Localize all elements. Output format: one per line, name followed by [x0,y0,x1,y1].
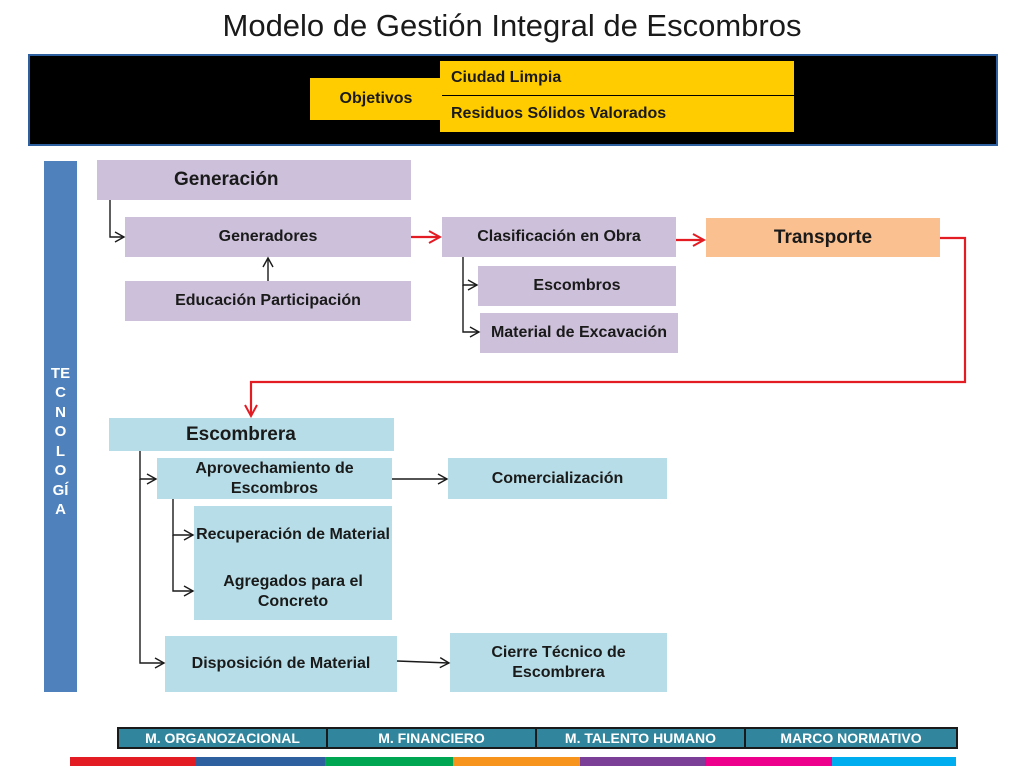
bottom-stripe-segment [453,757,580,766]
generators-box: Generadores [125,217,411,257]
material-recovery-box: Recuperación de Material [196,526,390,543]
debris-use-box: Aprovechamiento de Escombros [157,458,392,499]
excavation-material-box: Material de Excavación [480,313,678,353]
disposal-to-closure-arrow [396,657,451,669]
transport-box: Transporte [706,218,940,257]
page-title: Modelo de Gestión Integral de Escombros [222,8,802,43]
black-connectors [109,200,481,669]
objective-item: Ciudad Limpia [440,61,794,95]
use-to-recovery-arrow [172,499,195,541]
recovery-group [194,506,392,620]
classification-box: Clasificación en Obra [442,217,676,257]
bottom-stripe-segment [705,757,832,766]
technology-side-bar: TECNOLOGÍA [44,161,77,692]
use-to-aggregates-arrow [172,535,195,597]
bottom-stripe-segment [325,757,453,766]
bottom-stripe-segment [580,757,705,766]
commercialization-box: Comercialización [448,458,667,499]
red-flow-arrows [251,236,967,416]
footer-tab-organizational: M. ORGANOZACIONAL [117,727,328,749]
classification-to-debris-arrow [462,257,479,291]
concrete-aggregates-box: Agregados para el Concreto [223,573,363,610]
generation-header: Generación [97,160,411,200]
footer-tab-financial: M. FINANCIERO [326,727,537,749]
generation-to-generators-arrow [109,200,126,243]
transport-to-escombrera-arrow [251,236,967,416]
technology-label: TECNOLOGÍA [50,364,71,519]
objective-item: Residuos Sólidos Valorados [440,96,794,132]
footer-tab-human-talent: M. TALENTO HUMANO [535,727,746,749]
debris-box: Escombros [478,266,676,306]
material-disposal-box: Disposición de Material [165,636,397,692]
escombrera-to-disposal-arrow [139,479,166,669]
bottom-stripe-segment [70,757,195,766]
footer-tab-regulatory-framework: MARCO NORMATIVO [744,727,958,749]
classification-to-excavation-arrow [462,285,481,338]
escombrera-to-use-arrow [139,451,158,485]
objectives-label: Objetivos [310,78,442,120]
escombrera-header: Escombrera [109,418,394,451]
education-participation-box: Educación Participación [125,281,411,321]
bottom-stripe-segment [195,757,325,766]
bottom-stripe-segment [832,757,956,766]
technical-closure-box: Cierre Técnico de Escombrera [450,633,667,692]
